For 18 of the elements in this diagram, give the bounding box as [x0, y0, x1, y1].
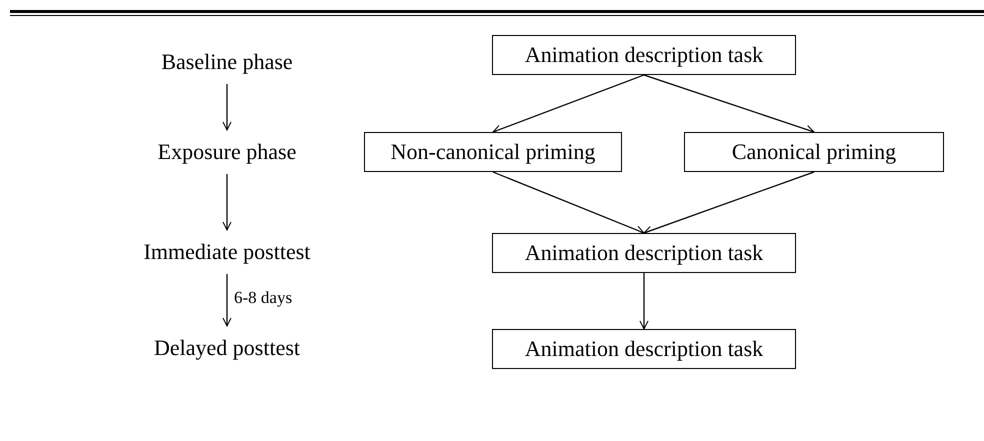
arrow: [492, 171, 644, 234]
phase-label: Baseline phase: [142, 48, 312, 76]
arrow: [222, 274, 232, 326]
arrow: [644, 171, 814, 235]
process-box: Animation description task: [492, 329, 796, 369]
arrow: [492, 74, 644, 134]
process-box: Animation description task: [492, 35, 796, 75]
arrow: [644, 74, 814, 134]
process-box: Non-canonical priming: [364, 132, 622, 172]
edge-label: 6-8 days: [232, 288, 294, 308]
arrow: [222, 174, 232, 230]
process-box: Animation description task: [492, 233, 796, 273]
phase-label: Immediate posttest: [117, 238, 337, 266]
process-box: Canonical priming: [684, 132, 944, 172]
phase-label: Exposure phase: [132, 138, 322, 166]
arrow: [640, 273, 648, 330]
phase-label: Delayed posttest: [132, 334, 322, 362]
arrow: [222, 84, 232, 130]
